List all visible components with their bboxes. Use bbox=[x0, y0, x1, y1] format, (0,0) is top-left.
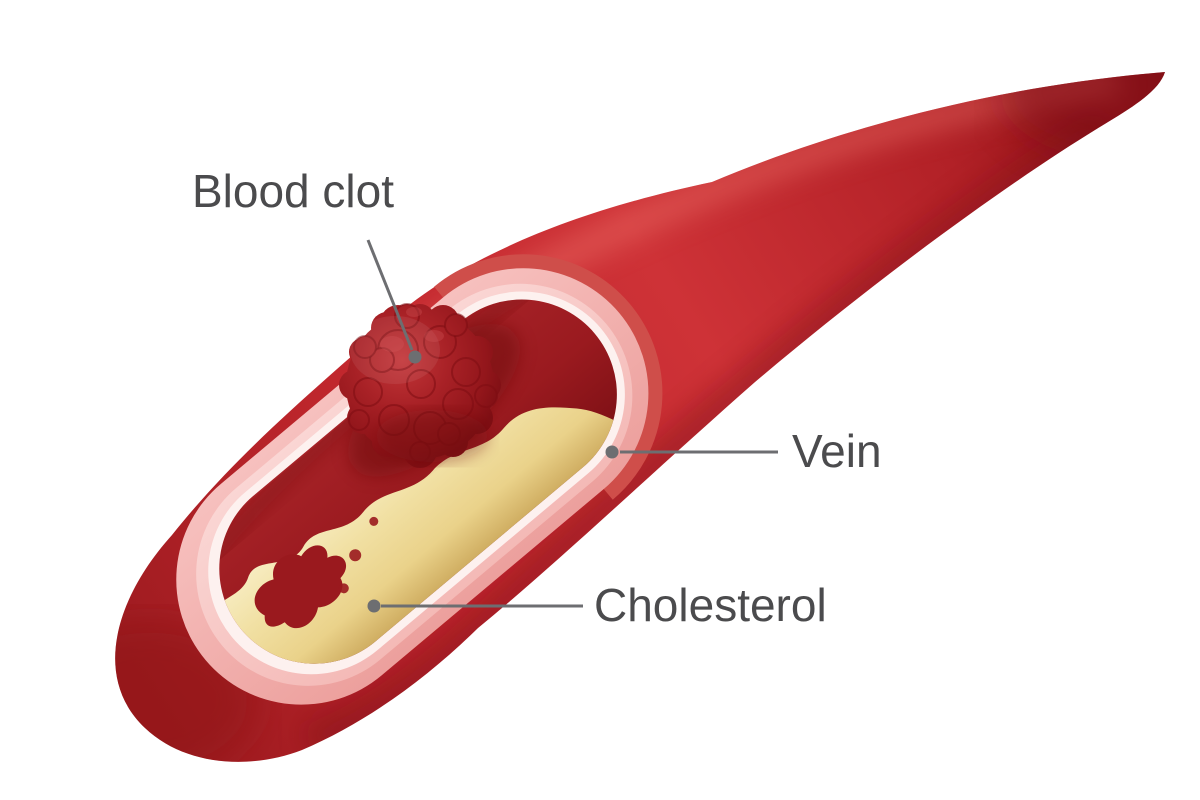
clot-bottom-shade bbox=[376, 410, 488, 462]
leader-dot-vein bbox=[605, 445, 619, 459]
blood-speck bbox=[349, 549, 362, 562]
label-vein: Vein bbox=[792, 425, 882, 477]
label-blood-clot: Blood clot bbox=[192, 165, 394, 217]
clot-highlight-spot bbox=[380, 336, 404, 352]
leader-dot-cholesterol bbox=[367, 599, 381, 613]
blood-pool-on-plaque bbox=[254, 545, 346, 628]
clot-highlight-spot bbox=[406, 307, 422, 317]
vein-bottom-shadow bbox=[301, 107, 1115, 758]
annotation-vein: Vein bbox=[605, 425, 882, 477]
leader-dot-blood-clot bbox=[408, 350, 422, 364]
label-cholesterol: Cholesterol bbox=[594, 579, 827, 631]
blood-speck bbox=[338, 583, 349, 594]
annotation-blood-clot: Blood clot bbox=[192, 165, 422, 364]
blood-speck bbox=[369, 516, 379, 526]
vein-cap-shadow bbox=[115, 620, 260, 762]
annotation-cholesterol: Cholesterol bbox=[367, 579, 827, 631]
clot-highlight-spot bbox=[424, 330, 444, 342]
vein-tip-shadow bbox=[1000, 72, 1166, 162]
clot-gloss-highlight bbox=[350, 316, 440, 384]
leader-line-blood-clot bbox=[366, 239, 414, 351]
